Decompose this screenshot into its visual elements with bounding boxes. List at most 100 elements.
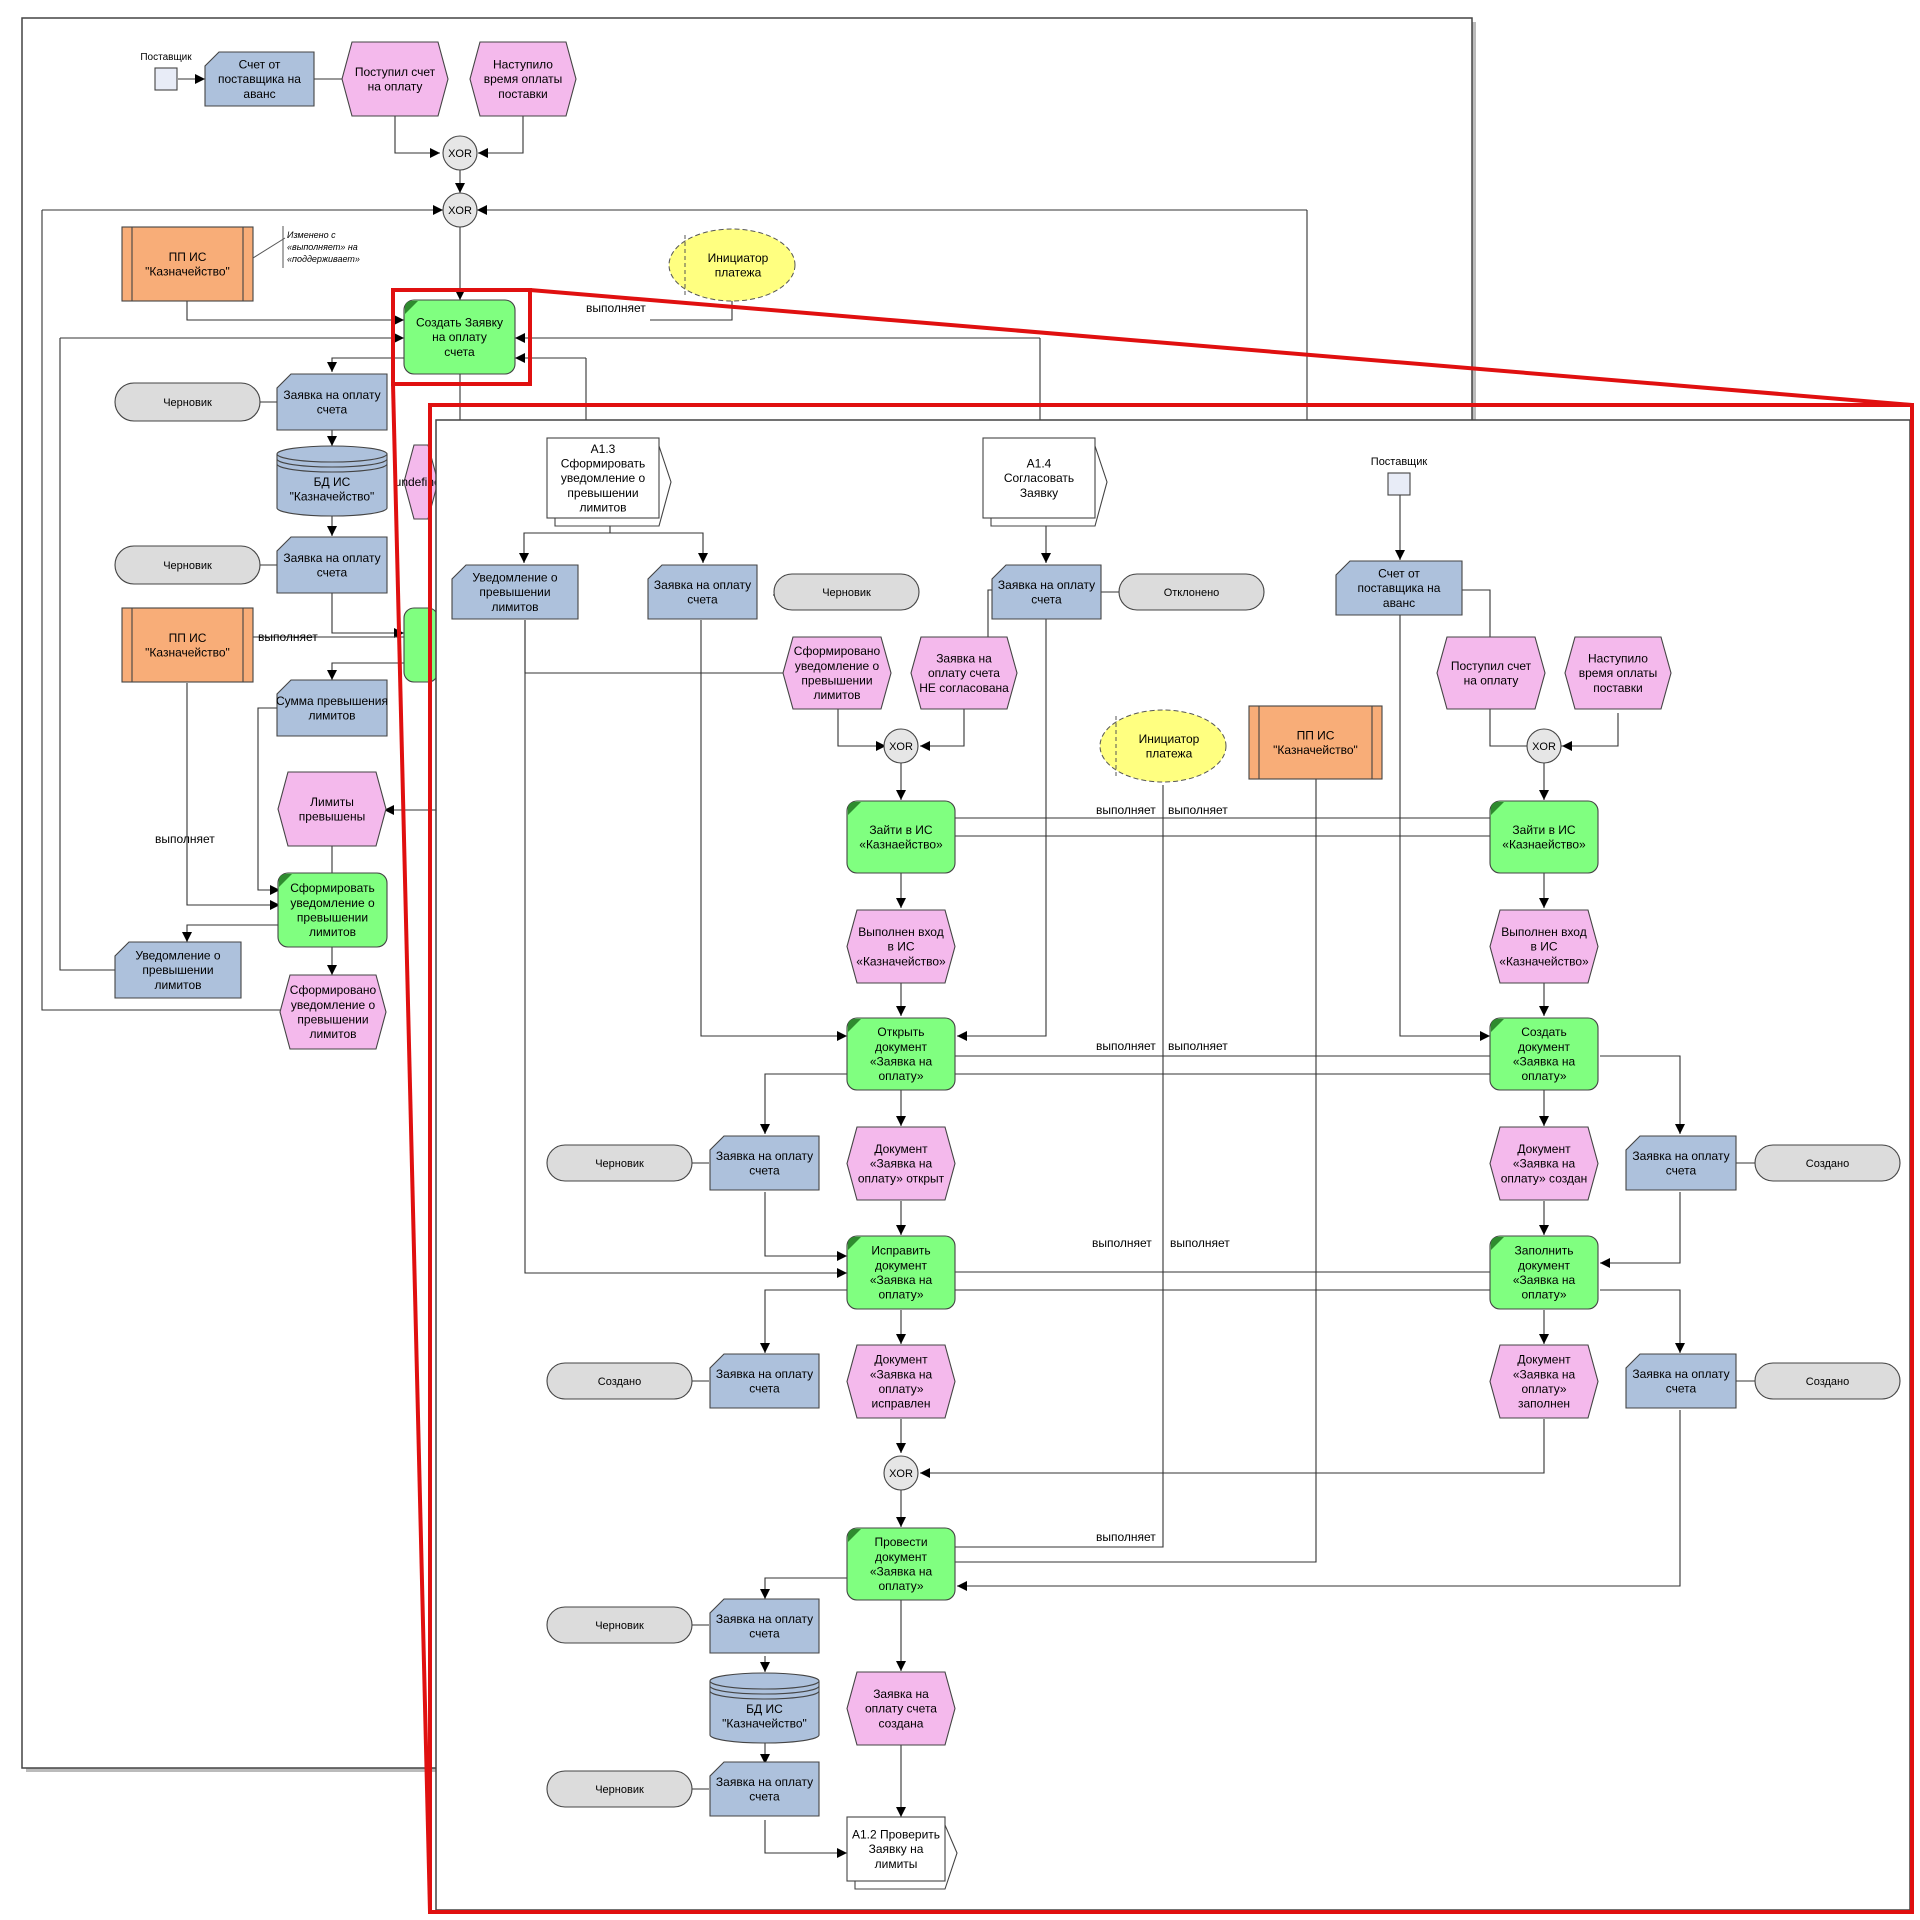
status-label: Отклонено (1164, 587, 1220, 599)
role-bg_pp1[interactable]: ПП ИС"Казначейство" (121, 226, 254, 302)
xor-gateway-right-1: XOR (1526, 728, 1562, 764)
status-label: Создано (1806, 1376, 1849, 1388)
database-db[interactable]: БД ИС"Казначейство" (709, 1672, 820, 1744)
supplier-icon: Поставщик (1371, 456, 1428, 496)
status-label: Создано (598, 1376, 641, 1388)
supplier-label: Поставщик (1371, 456, 1428, 468)
status-label: Черновик (163, 560, 212, 572)
status-draft: Черновик (114, 545, 261, 585)
function-login_r[interactable]: Зайти в ИС«Казнаейство» (1489, 800, 1599, 874)
edge-label-performs: выполняет (1168, 1039, 1228, 1053)
xor-gateway-bg-2: XOR (442, 192, 478, 228)
xor-label: XOR (889, 741, 913, 753)
status-label: Черновик (595, 1784, 644, 1796)
role-label: ПП ИС"Казначейство" (145, 250, 230, 279)
edge-label-performs: выполняет (1170, 1236, 1230, 1250)
function-label: Зайти в ИС«Казнаейство» (1502, 823, 1586, 852)
supplier-icon: Поставщик (140, 52, 192, 91)
xor-label: XOR (448, 148, 472, 160)
status-label: Черновик (822, 587, 871, 599)
database-bg_db[interactable]: БД ИС"Казначейство" (276, 445, 388, 517)
zoom-callout (391, 288, 1914, 1914)
function-partial (403, 607, 439, 683)
database-label: БД ИС"Казначейство" (290, 475, 375, 504)
status-label: Черновик (595, 1158, 644, 1170)
role-pp[interactable]: ПП ИС"Казначейство" (1248, 705, 1383, 780)
edge-label-performs: выполняет (1096, 1530, 1156, 1544)
edge-label-performs: выполняет (155, 832, 215, 846)
xor-label: XOR (1532, 741, 1556, 753)
xor-gateway-left-1: XOR (883, 728, 919, 764)
function-login_l[interactable]: Зайти в ИС«Казнаейство» (846, 800, 956, 874)
event-label: undefined (395, 475, 448, 489)
role-bg_pp2[interactable]: ПП ИС"Казначейство" (121, 607, 254, 683)
